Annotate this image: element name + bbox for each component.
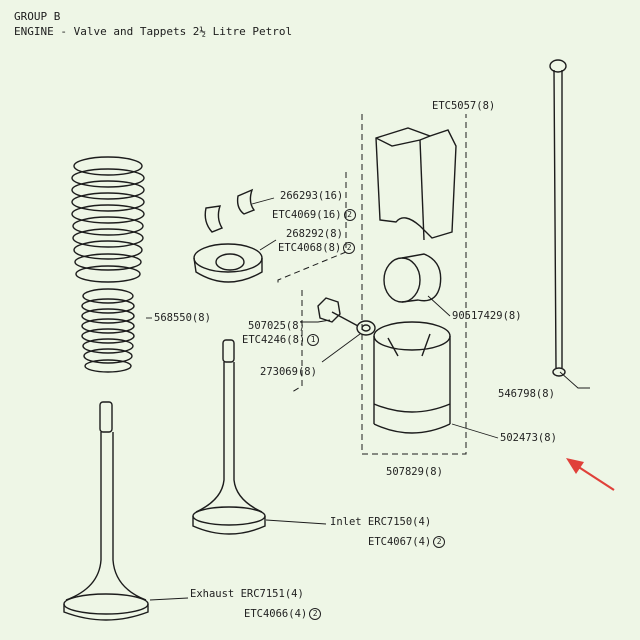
label-268292: 268292(8) [286, 228, 343, 240]
tappet-body-drawing [373, 321, 451, 434]
label-507829: 507829(8) [386, 466, 443, 478]
label-etc4068-text: ETC4068(8) [278, 242, 342, 254]
label-568550: 568550(8) [154, 312, 211, 324]
label-273069: 273069(8) [260, 366, 317, 378]
note-2-badge: 2 [343, 209, 356, 221]
label-etc4066-text: ETC4066(4) [244, 608, 308, 620]
label-etc4067-text: ETC4067(4) [368, 536, 432, 548]
spring-cap-drawing [193, 243, 263, 283]
leader-lines [146, 197, 590, 601]
inlet-valve-drawing [192, 339, 266, 535]
note-2-badge: 2 [309, 608, 322, 620]
label-exhaust-valve: Exhaust ERC7151(4) [190, 588, 304, 600]
label-etc4068: ETC4068(8)2 [278, 242, 356, 255]
label-546798: 546798(8) [498, 388, 555, 400]
label-etc5057: ETC5057(8) [432, 100, 496, 112]
valve-spring-drawing [71, 156, 145, 373]
group-heading: GROUP B [14, 10, 61, 23]
label-etc4246-text: ETC4246(8) [242, 334, 306, 346]
label-etc4069: ETC4069(16)2 [272, 209, 356, 222]
red-pointer-arrow [566, 458, 615, 491]
push-rod-drawing [549, 59, 567, 377]
exhaust-valve-drawing [63, 401, 149, 621]
label-etc4067: ETC4067(4)2 [368, 536, 446, 549]
roller-drawing [383, 253, 442, 303]
page-title: ENGINE - Valve and Tappets 2½ Litre Petr… [14, 25, 293, 38]
label-507025: 507025(8) [248, 320, 305, 332]
label-inlet-valve: Inlet ERC7150(4) [330, 516, 432, 528]
collets-drawing [204, 188, 256, 233]
note-2-badge: 2 [433, 536, 446, 548]
note-1-badge: 1 [307, 334, 320, 346]
rocker-block-drawing [375, 127, 457, 241]
label-etc4246: ETC4246(8)1 [242, 334, 320, 347]
label-502473: 502473(8) [500, 432, 557, 444]
label-90517429: 90517429(8) [452, 310, 522, 322]
assembly-brackets [277, 114, 467, 455]
label-etc4066: ETC4066(4)2 [244, 608, 322, 621]
label-etc4069-text: ETC4069(16) [272, 209, 342, 221]
note-2-badge: 2 [343, 242, 356, 254]
label-266293: 266293(16) [280, 190, 344, 202]
tappet-screw-drawing [317, 297, 376, 336]
